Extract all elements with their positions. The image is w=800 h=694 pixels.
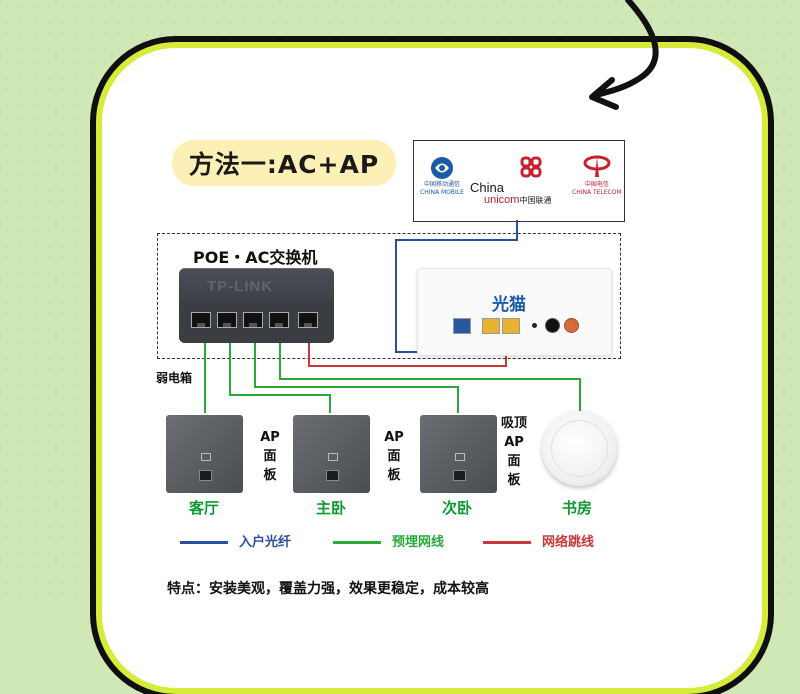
legend-patch-swatch <box>483 541 531 544</box>
china-telecom-logo: 中国电信 CHINA TELECOM <box>572 153 622 197</box>
cable-study <box>279 342 581 413</box>
switch-port-uplink <box>298 312 318 328</box>
features-text: 特点：安装美观，覆盖力强，效果更稳定，成本较高 <box>167 581 489 597</box>
room-second-bedroom: 次卧 <box>442 499 473 517</box>
legend-fiber-label: 入户光纤 <box>239 535 292 550</box>
modem-lan-port <box>482 318 500 334</box>
modem-lan-port <box>502 318 520 334</box>
modem-label: 光猫 <box>492 295 526 315</box>
ap-panel-master-bedroom <box>293 415 370 493</box>
legend-cable-label: 预埋网线 <box>392 535 445 550</box>
legend-patch-label: 网络跳线 <box>542 535 595 550</box>
china-mobile-label-en: CHINA MOBILE <box>420 189 464 196</box>
switch-port <box>269 312 289 328</box>
optical-modem <box>417 268 612 356</box>
modem-fiber-port <box>453 318 471 334</box>
unicom-knot-icon <box>520 156 542 178</box>
ap-panel-living-room <box>166 415 243 493</box>
legend-cable-swatch <box>333 541 381 544</box>
china-telecom-label: 中国电信 <box>584 181 609 188</box>
china-telecom-label-en: CHINA TELECOM <box>572 189 622 196</box>
weak-box-label: 弱电箱 <box>156 371 193 385</box>
cable-second-bedroom <box>254 342 459 413</box>
switch-port <box>191 312 211 328</box>
unicom-top-text: China <box>470 180 504 195</box>
unicom-bottom-text: unicom <box>484 194 520 206</box>
method-title: 方法一:AC+AP <box>188 150 380 179</box>
weak-current-box-outline <box>157 233 621 359</box>
unicom-bottom-cn: 中国联通 <box>519 196 552 205</box>
cable-master-bedroom <box>229 342 331 413</box>
china-mobile-logo: 中国移动通信 CHINA MOBILE <box>420 155 464 197</box>
room-study: 书房 <box>562 499 593 517</box>
switch-port <box>217 312 237 328</box>
method-title-badge: 方法一:AC+AP <box>172 140 396 186</box>
room-master-bedroom: 主卧 <box>316 499 347 517</box>
switch-port <box>243 312 263 328</box>
isp-logos-box: 中国移动通信 CHINA MOBILE China unicom中国联通 中国电… <box>413 140 625 222</box>
china-mobile-icon <box>430 157 453 179</box>
modem-power-port <box>545 318 560 333</box>
china-telecom-icon <box>583 155 611 177</box>
ceiling-ap <box>542 411 617 486</box>
decorative-arrow <box>589 0 659 110</box>
wiring-diagram <box>204 220 581 413</box>
poe-ac-switch: TP-LINK <box>179 268 334 343</box>
china-mobile-label: 中国移动通信 <box>423 181 460 188</box>
room-living: 客厅 <box>189 499 220 517</box>
ap-panel-second-bedroom <box>420 415 497 493</box>
modem-power-button <box>564 318 579 333</box>
legend-fiber-swatch <box>180 541 228 544</box>
switch-brand: TP-LINK <box>207 278 274 295</box>
switch-title: POE・AC交换机 <box>193 248 318 267</box>
modem-reset-hole <box>532 323 537 328</box>
china-unicom-logo: China unicom中国联通 <box>470 153 552 207</box>
